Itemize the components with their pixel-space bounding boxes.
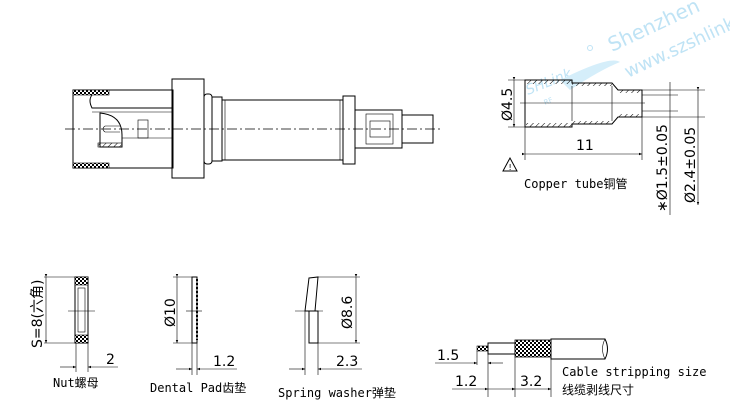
dental-pad-label: Dental Pad齿垫 [150,380,246,395]
nut-drawing: S=8(六角) 2 Nut螺母 [30,274,118,390]
copper-tube-label: Copper tube铜管 [524,176,627,191]
spring-washer-drawing: Ø8.6 2.3 Spring washer弹垫 [278,274,396,400]
warning-mark: ! [509,163,512,172]
tube-outer-dim: Ø2.4±0.05 [683,127,699,203]
cable-pin-dim: 1.5 [437,348,459,364]
warning-triangle-icon [502,156,518,172]
cable-dielectric-dim: 1.2 [455,374,477,390]
copper-tube-drawing: Ø4.5 11 ∗Ø1.5±0.05 Ø2.4±0.05 ! Copper tu… [500,77,705,215]
dental-pad-drawing: Ø10 1.2 Dental Pad齿垫 [150,274,246,395]
cable-stripping-label-cn: 线缆剥线尺寸 [562,383,634,397]
spring-washer-thickness-dim: 2.3 [336,354,358,370]
tube-inner-dim: ∗Ø1.5±0.05 [655,124,671,212]
cable-braid-dim: 3.2 [520,374,542,390]
watermark-registered-icon [587,45,593,51]
spring-washer-diameter-dim: Ø8.6 [340,296,356,329]
cable-stripping-label: Cable stripping size [562,365,707,379]
nut-label: Nut螺母 [53,376,99,390]
cable-drawing: 1.5 1.2 3.2 Cable stripping size 线缆剥线尺寸 [435,338,707,397]
tube-length-dim: 11 [576,138,594,154]
spring-washer-label: Spring washer弹垫 [278,385,396,400]
watermark-logo-sub: RF [543,96,554,107]
dental-pad-diameter-dim: Ø10 [163,298,179,327]
nut-hex-dim: S=8(六角) [30,280,46,348]
tube-diameter-dim: Ø4.5 [500,88,516,121]
nut-thickness-dim: 2 [106,352,115,368]
connector-assembly [65,78,440,179]
dental-pad-thickness-dim: 1.2 [213,354,235,370]
